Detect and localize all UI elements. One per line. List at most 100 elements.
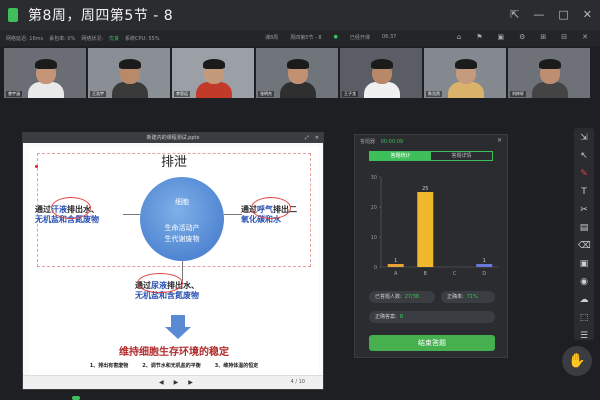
bottom-indicator <box>72 396 80 400</box>
minimize-icon[interactable]: — <box>533 8 545 21</box>
student-name: 曾宇涵 <box>6 91 22 97</box>
student-body <box>364 82 400 98</box>
breath-text-end: 氧化碳和水 <box>241 215 281 224</box>
x-category-label: D <box>482 271 486 277</box>
student-hair <box>119 59 141 69</box>
quiz-header: 答题器 00:00:09 ✕ <box>355 135 507 147</box>
laser-pointer-dot <box>35 165 38 168</box>
student-name: 王子龙 <box>342 91 358 97</box>
point-3: 3、维持体温的恒定 <box>214 363 259 369</box>
slide-close-icon[interactable]: ✕ <box>314 135 319 141</box>
cell-circle: 细胞 生命活动产 生代谢废物 <box>140 177 224 261</box>
toolbar-tool-icon[interactable]: ✎ <box>580 169 588 179</box>
toolbar-tool-icon[interactable]: ▤ <box>579 223 589 233</box>
student-body <box>28 82 64 98</box>
toolbar-tool-icon[interactable]: ☰ <box>579 331 589 341</box>
correct-value: B <box>399 314 404 320</box>
student-body <box>196 82 232 98</box>
toolbar-tool-icon[interactable]: ⬚ <box>579 313 589 323</box>
slide-file-name: 新建内的课程测试.pptx <box>146 135 200 141</box>
page-indicator: 4 / 10 <box>290 379 305 385</box>
x-category-label: C <box>453 271 457 277</box>
lesson-label: 周四第5节 - 8 <box>290 35 322 41</box>
student-video-tile[interactable]: 王子龙 <box>340 48 422 98</box>
layout-icon[interactable]: ⊞ <box>540 33 547 41</box>
sweat-text-prefix: 通过 <box>35 205 51 214</box>
tab-statistics[interactable]: 答题统计 <box>370 152 431 160</box>
status-icons: ⌂ ⚑ ▣ ⚙ ⊞ ⊟ ✕ <box>457 33 594 41</box>
toolbar-tool-icon[interactable]: ☁ <box>579 295 589 305</box>
slide-window: 新建内的课程测试.pptx ⤢ ✕ 排泄 细胞 生命活动产 生代谢废物 通过汗液… <box>22 132 324 390</box>
urine-text-end: 无机盐和含氮废物 <box>135 291 199 300</box>
big-down-arrow-head <box>165 327 191 339</box>
student-hair <box>371 59 393 69</box>
grid-icon[interactable]: ⊟ <box>561 33 568 41</box>
student-body <box>448 82 484 98</box>
annotation-circle-sweat <box>51 197 91 219</box>
close-icon[interactable]: ✕ <box>582 8 592 21</box>
network-quality-value: 优良 <box>109 35 120 42</box>
stats-row: 已答题人数:27/38 正确率:71% <box>369 291 495 303</box>
student-video-tile[interactable]: 陈浩然 <box>424 48 506 98</box>
student-body <box>280 82 316 98</box>
y-tick-label: 30 <box>371 175 377 181</box>
down-arrow <box>182 261 183 281</box>
lesson-status: 课8周 周四第5节 - 8 ● 已经开课 06:37 <box>265 34 402 41</box>
toolbar-tool-icon[interactable]: ▣ <box>579 259 589 269</box>
student-video-tile[interactable]: 张明杰 <box>256 48 338 98</box>
maximize-icon[interactable]: □ <box>558 8 569 21</box>
toolbar-tool-icon[interactable]: ⌫ <box>578 241 591 251</box>
prev-slide-icon[interactable]: ◀ <box>159 379 164 386</box>
student-hair <box>287 59 309 69</box>
settings-icon[interactable]: ⚙ <box>519 33 526 41</box>
play-slide-icon[interactable]: ▶ <box>173 379 179 386</box>
flag-icon[interactable]: ⚑ <box>476 33 483 41</box>
raise-hand-button[interactable]: ✋ <box>562 346 592 376</box>
slide-footer: ◀ ▶ ▶ 4 / 10 <box>23 375 323 389</box>
student-video-tile[interactable]: 刘梓轩 <box>508 48 590 98</box>
next-slide-icon[interactable]: ▶ <box>188 379 193 386</box>
answered-label: 已答题人数: <box>375 294 402 300</box>
recording-dot-icon: ● <box>333 34 338 40</box>
slide-conclusion: 维持细胞生存环境的稳定 <box>119 347 229 358</box>
student-video-tile[interactable]: 王浩宇 <box>88 48 170 98</box>
annotation-circle-urine <box>137 273 183 293</box>
answered-count-pill: 已答题人数:27/38 <box>369 291 435 303</box>
recording-time: 06:37 <box>381 34 397 40</box>
recording-label: 已经开课 <box>349 35 370 41</box>
slide-fullscreen-icon[interactable]: ⤢ <box>304 135 309 141</box>
end-quiz-button[interactable]: 结束答题 <box>369 335 495 351</box>
cell-title: 细胞 <box>175 198 189 206</box>
toolbar-tool-icon[interactable]: T <box>581 187 587 197</box>
screen-icon[interactable]: ▣ <box>497 33 505 41</box>
student-body <box>532 82 568 98</box>
toolbar-tool-icon[interactable]: ↖ <box>580 151 588 161</box>
correct-row: 正确答案:B <box>369 311 495 323</box>
student-hair <box>539 59 561 69</box>
popout-icon[interactable]: ⇱ <box>510 8 520 21</box>
student-video-tile[interactable]: 曾宇涵 <box>4 48 86 98</box>
quiz-title: 答题器 <box>360 139 376 145</box>
exit-icon[interactable]: ✕ <box>582 33 588 41</box>
toolbar-tool-icon[interactable]: ⇲ <box>580 133 588 143</box>
status-bar: 网络延迟: 16ms 丢包率: 0% 网络状况: 优良 系统CPU: 55% 课… <box>0 30 600 46</box>
window-title: 第8周，周四第5节 - 8 <box>28 8 174 24</box>
student-hair <box>455 59 477 69</box>
room-label: 课8周 <box>265 35 279 41</box>
accuracy-value: 71% <box>466 294 478 300</box>
packet-loss: 丢包率: 0% <box>49 35 76 42</box>
quiz-close-icon[interactable]: ✕ <box>496 137 502 144</box>
toolbar-tool-icon[interactable]: ◉ <box>580 277 588 287</box>
toolbar-tool-icon[interactable]: ✂ <box>580 205 588 215</box>
network-latency: 网络延迟: 16ms <box>6 35 44 42</box>
y-tick-label: 20 <box>371 205 377 211</box>
student-body <box>112 82 148 98</box>
home-icon[interactable]: ⌂ <box>456 33 462 41</box>
student-video-tile[interactable]: 李思远 <box>172 48 254 98</box>
tab-details[interactable]: 答题详情 <box>451 153 472 159</box>
slide-points: 1、排出有害废物 2、调节水和无机盐的平衡 3、维持体温的恒定 <box>29 362 319 369</box>
bar-value-label: 25 <box>422 186 428 192</box>
correct-answer-pill: 正确答案:B <box>369 311 495 323</box>
